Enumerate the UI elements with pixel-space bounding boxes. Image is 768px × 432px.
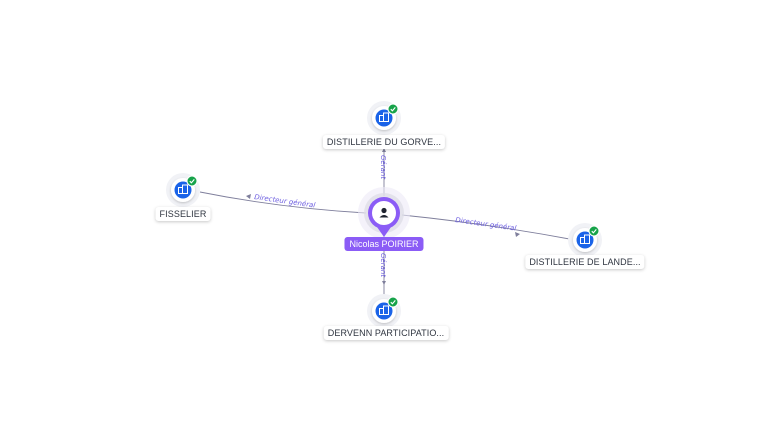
edge-label-left: Directeur général — [254, 193, 316, 209]
building-icon — [379, 112, 389, 122]
company-label-top[interactable]: DISTILLERIE DU GORVE... — [322, 135, 446, 149]
edge-arrow-left — [246, 194, 251, 199]
building-icon — [379, 305, 389, 315]
person-icon — [379, 207, 389, 218]
check-icon — [387, 296, 399, 308]
company-node-top[interactable] — [367, 101, 401, 135]
company-label-left[interactable]: FISSELIER — [155, 207, 211, 221]
company-label-right[interactable]: DISTILLERIE DE LANDE... — [525, 255, 645, 269]
company-node-right[interactable] — [568, 223, 602, 257]
edge-arrow-bottom — [382, 281, 386, 285]
edge-person-right — [401, 214, 576, 241]
person-name-label[interactable]: Nicolas POIRIER — [344, 237, 424, 251]
edge-arrow-right — [515, 232, 520, 237]
person-node[interactable] — [358, 187, 410, 239]
check-icon — [186, 175, 198, 187]
building-icon — [178, 184, 188, 194]
edge-person-left — [199, 191, 367, 214]
edge-label-top: Gérant — [379, 155, 387, 179]
edge-label-bottom: Gérant — [379, 253, 387, 277]
check-icon — [387, 103, 399, 115]
edge-label-right: Directeur général — [455, 216, 517, 232]
building-icon — [580, 234, 590, 244]
company-node-left[interactable] — [166, 173, 200, 207]
check-icon — [588, 225, 600, 237]
company-node-bottom[interactable] — [367, 294, 401, 328]
edge-arrow-top — [382, 148, 386, 152]
company-label-bottom[interactable]: DERVENN PARTICIPATIO... — [323, 326, 449, 340]
